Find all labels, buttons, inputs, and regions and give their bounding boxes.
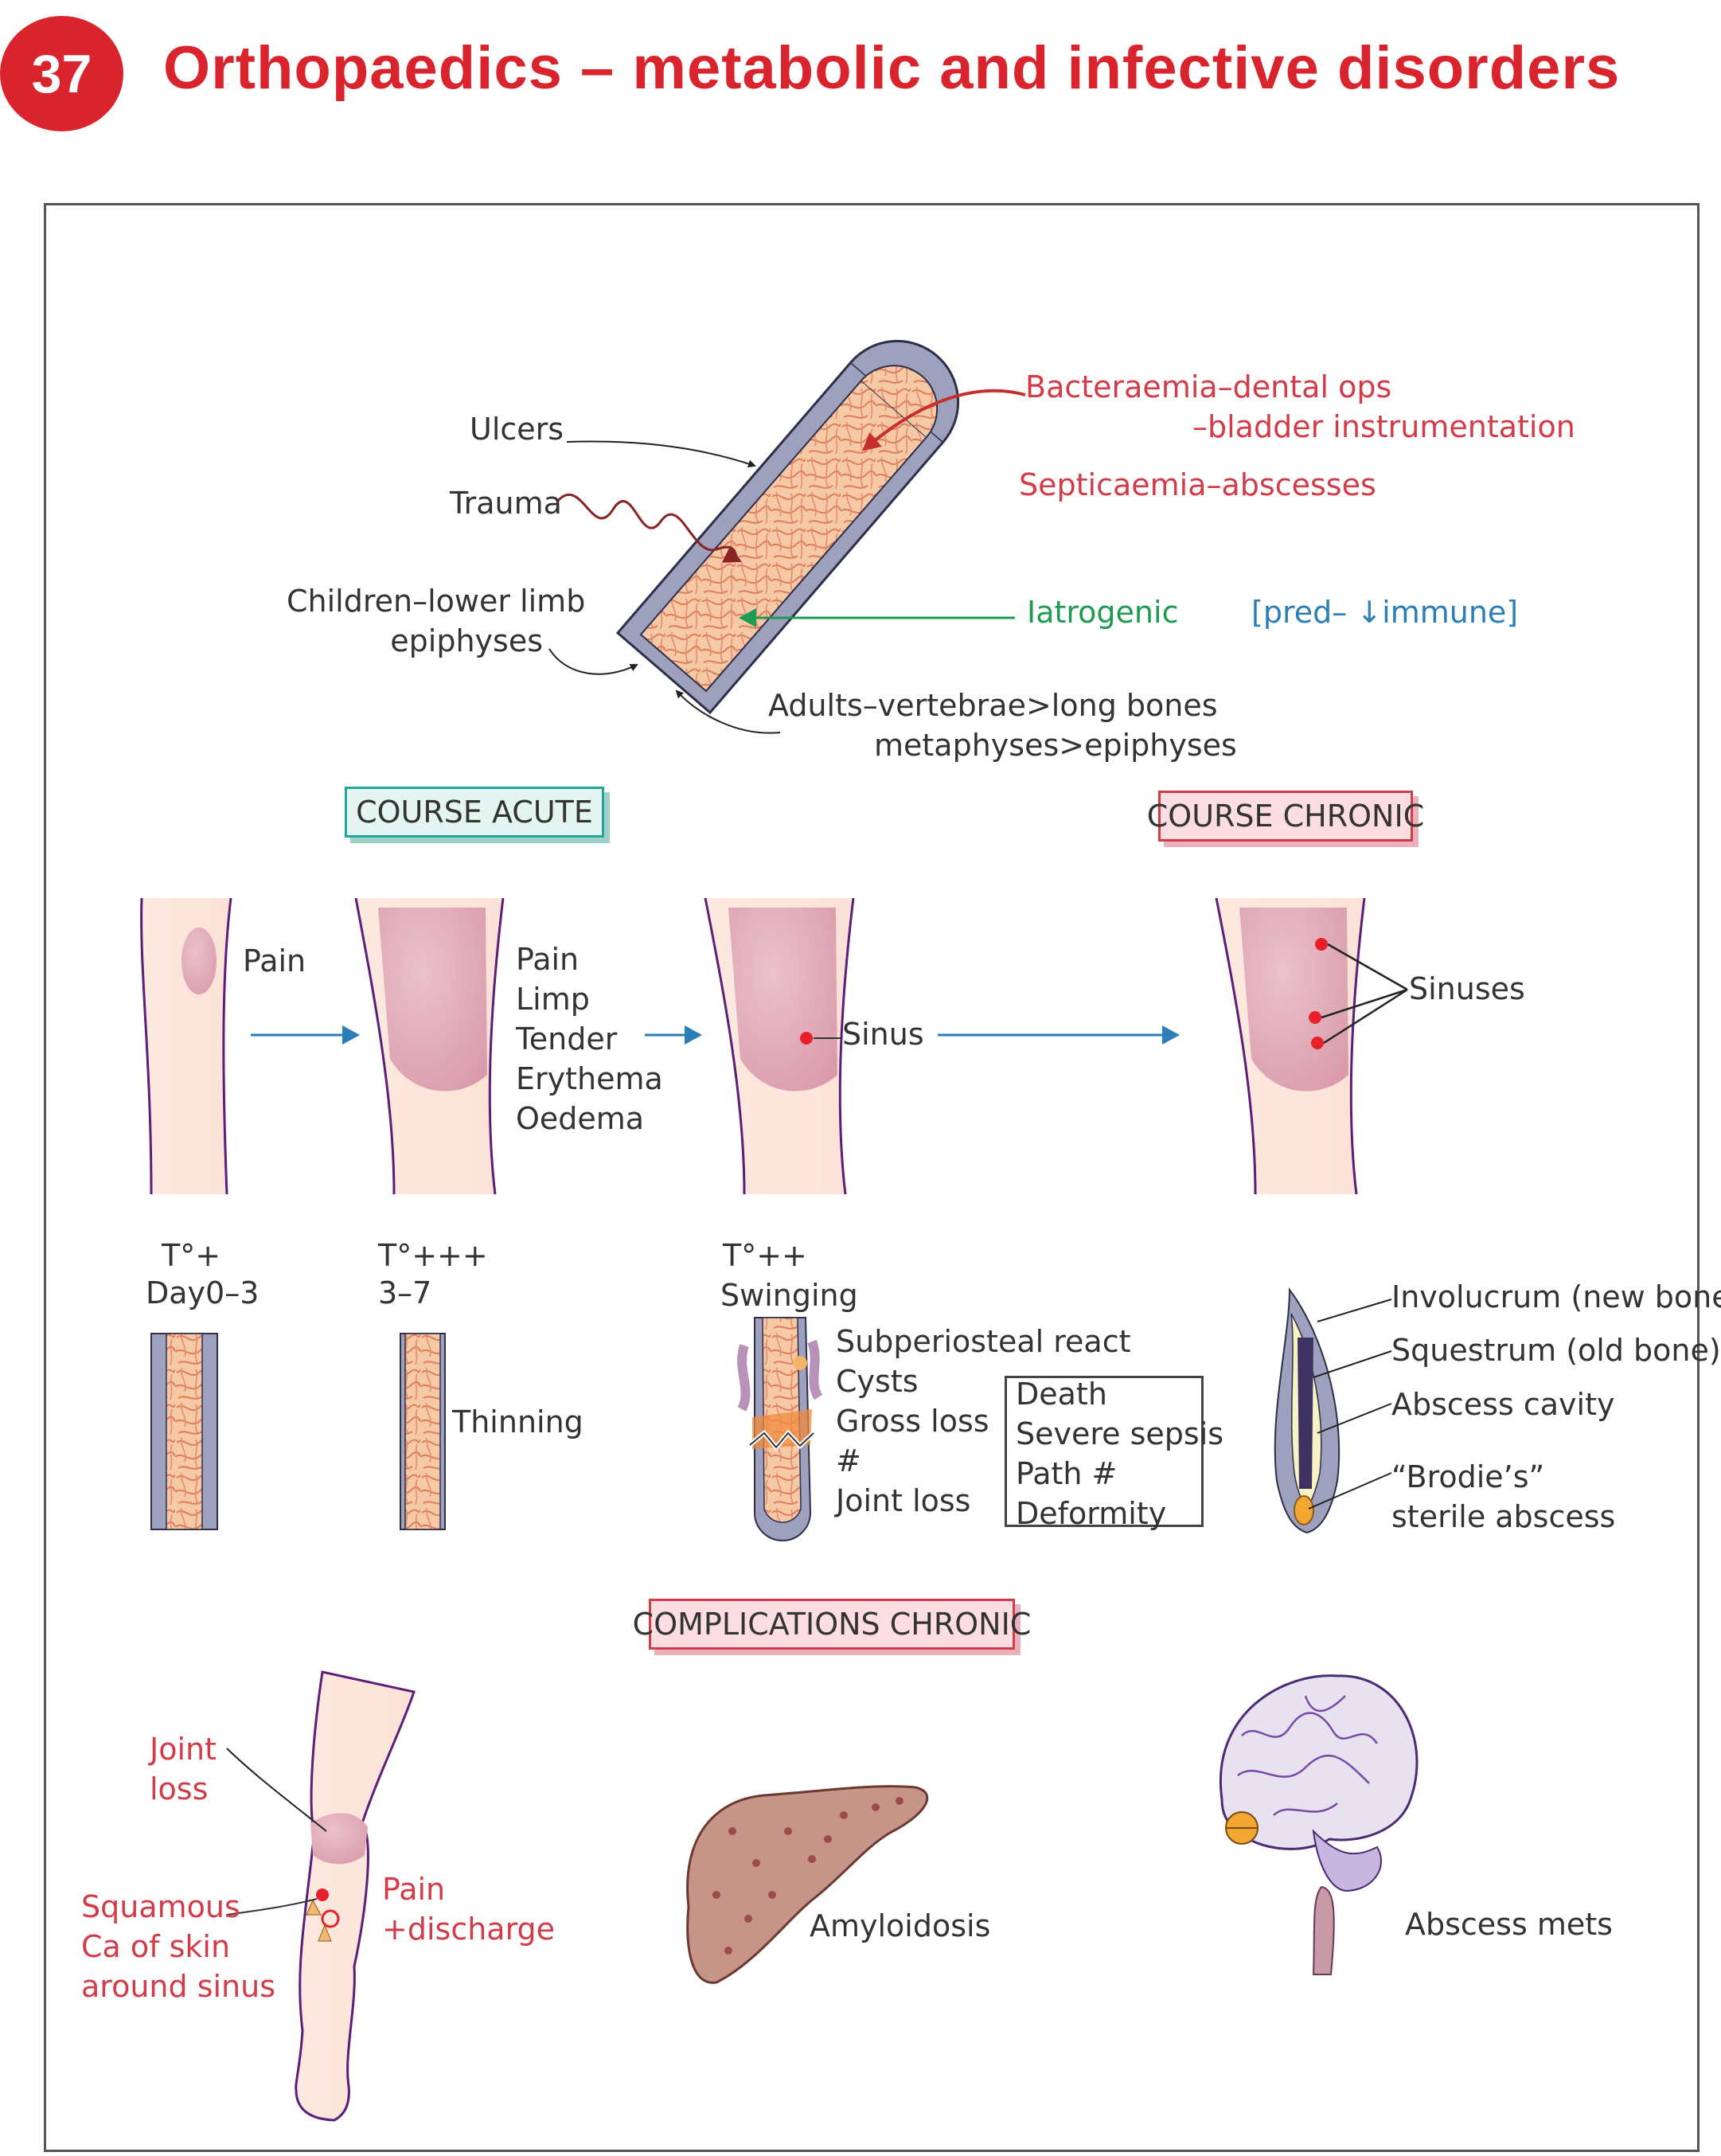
cause-bladder: –bladder instrumentation: [1192, 409, 1575, 444]
stage1-days: Day0–3: [146, 1275, 260, 1310]
thinning-label: Thinning: [452, 1404, 583, 1439]
leg1-label: Pain: [243, 943, 306, 978]
leg3-label: Sinus: [842, 1017, 924, 1052]
abscess-cavity-label: Abscess cavity: [1391, 1387, 1615, 1422]
leg4-label: Sinuses: [1409, 971, 1525, 1006]
cause-adults-1: Adults–vertebrae>long bones: [768, 688, 1218, 723]
stage3-days: Swinging: [720, 1278, 858, 1313]
cause-adults-2: metaphyses>epiphyses: [874, 728, 1237, 763]
stage1-temp: T°+: [162, 1238, 221, 1273]
squamous-ca-label: Squamous Ca of skin around sinus: [81, 1889, 276, 2004]
page-title: Orthopaedics – metabolic and infective d…: [163, 34, 1621, 102]
cause-iatrogenic: Iatrogenic: [1027, 595, 1179, 630]
amyloidosis-label: Amyloidosis: [810, 1908, 991, 1943]
outcome-box: [1005, 1376, 1204, 1527]
course-acute-box: COURSE ACUTE: [345, 787, 604, 838]
chapter-badge: 37: [0, 16, 123, 131]
cause-ulcers: Ulcers: [470, 412, 564, 447]
leg2-label: Pain Limp Tender Erythema Oedema: [516, 942, 663, 1136]
sequestrum-label: Squestrum (old bone): [1391, 1333, 1721, 1368]
brodie-label: “Brodie’s” sterile abscess: [1391, 1459, 1616, 1534]
pain-discharge-label: Pain +discharge: [382, 1872, 556, 1947]
stage2-temp: T°+++: [378, 1238, 488, 1273]
cause-pred-immune: [pred– ↓immune]: [1251, 595, 1519, 630]
stage3-temp: T°++: [723, 1238, 807, 1273]
complications-chronic-box: COMPLICATIONS CHRONIC: [633, 1599, 1031, 1650]
course-chronic-box: COURSE CHRONIC: [1147, 791, 1424, 842]
involucrum-label: Involucrum (new bone): [1391, 1279, 1721, 1314]
cause-bacteraemia: Bacteraemia–dental ops: [1025, 369, 1392, 404]
main-bone: [615, 339, 959, 715]
stage2-days: 3–7: [378, 1275, 432, 1310]
cause-trauma: Trauma: [450, 486, 562, 521]
outcome-list: Death Severe sepsis Path # Deformity: [1016, 1377, 1224, 1531]
abscess-mets-label: Abscess mets: [1405, 1907, 1613, 1942]
joint-loss-label: Joint loss: [150, 1732, 217, 1806]
cause-septicaemia: Septicaemia–abscesses: [1019, 467, 1376, 502]
bone-findings: Subperiosteal react Cysts Gross loss # J…: [836, 1324, 1131, 1518]
cause-children: Children–lower limb epiphyses: [287, 584, 586, 658]
figure-frame: [44, 203, 1700, 2152]
